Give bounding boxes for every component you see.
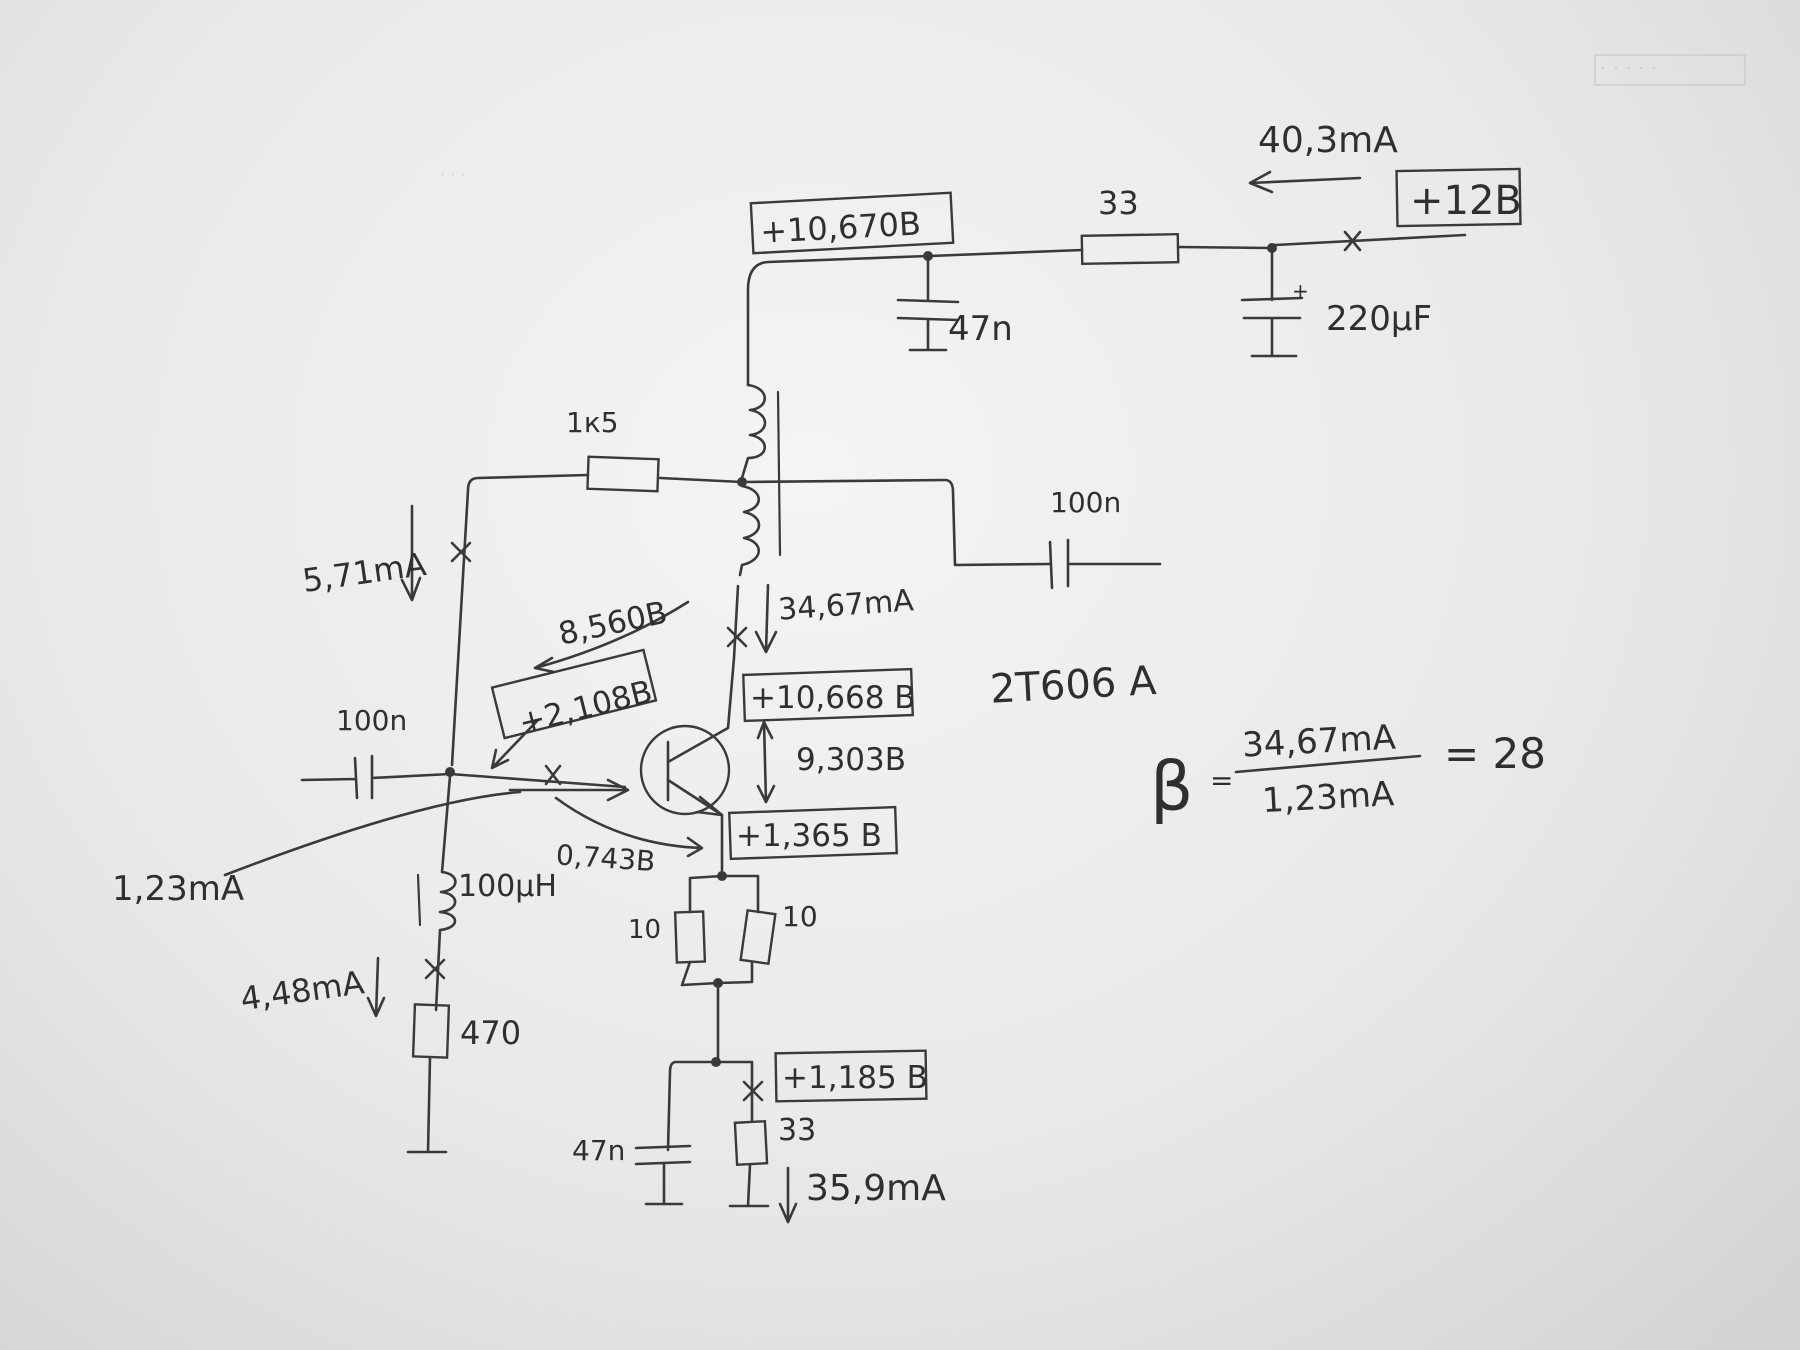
output-cap-label: 100n: [1050, 486, 1121, 519]
bottom-cap-label: 47n: [572, 1134, 625, 1167]
emitter-res-right-label: 10: [782, 900, 818, 933]
measure-cross-base: [544, 764, 562, 786]
electrolytic-polarity-label: +: [1292, 279, 1309, 303]
node-10670-box: [749, 191, 955, 255]
inductor-core: [416, 873, 422, 927]
resistor-33-bottom: [733, 1119, 769, 1167]
bottom-current-label: 35,9mA: [806, 1168, 946, 1209]
measure-cross-bias: [424, 958, 446, 980]
resistor-10-left: [673, 910, 707, 964]
feedback-resistor-label: 1к5: [566, 406, 619, 439]
leader-base-current: [223, 790, 522, 877]
labels: +12В 40,3mA +10,670В 33 47n + 220μF 1к5 …: [112, 120, 1546, 1209]
collector-current-label: 34,67mA: [777, 583, 915, 627]
capacitor-47n-bottom: [634, 1060, 718, 1206]
arrow-vcb: [533, 600, 690, 674]
capacitor-100n-input: [300, 754, 452, 800]
rail-cap-electrolytic-label: 220μF: [1326, 299, 1432, 339]
vcb-label: 8,560В: [555, 595, 670, 653]
capacitor-100n-output: [1048, 538, 1162, 590]
capacitor-220uf: [1240, 246, 1304, 358]
measure-cross-bottom: [742, 1080, 764, 1102]
resistor-33-supply: [1080, 232, 1180, 266]
measurement-arrows: [223, 170, 1362, 1224]
resistor-470: [411, 1003, 451, 1059]
transistor: [639, 584, 748, 881]
formula-beta: β: [1150, 748, 1193, 827]
capacitor-47n-rail: [896, 254, 960, 352]
rail-cap-small-label: 47n: [948, 309, 1013, 349]
arrow-base-current: [508, 778, 630, 802]
input-cap-label: 100n: [336, 704, 407, 737]
feedback-current-label: 5,71mA: [300, 545, 428, 600]
supply-label: +12В: [1410, 178, 1522, 224]
svg-text:· · · · ·: · · · · ·: [1600, 56, 1657, 80]
node-10670-label: +10,670В: [759, 204, 922, 250]
vbe-label: 0,743В: [555, 838, 656, 878]
rail-resistor-label: 33: [1098, 184, 1139, 222]
arrow-bias-current: [366, 956, 386, 1018]
emitter-resistors: [673, 874, 777, 1067]
supply-rail: [746, 230, 1467, 387]
arrow-feedback-current: [400, 504, 422, 602]
arrow-collector-current: [754, 583, 778, 654]
bottom-rc: [634, 1060, 770, 1208]
arrow-to-base: [490, 718, 540, 770]
bottom-resistor-label: 33: [778, 1113, 816, 1148]
resistor-10-right: [739, 908, 777, 966]
arrow-vce: [756, 720, 776, 804]
measure-cross-feedback: [450, 541, 472, 563]
measure-cross-supply: [1343, 230, 1362, 252]
supply-label-box: [1395, 167, 1522, 228]
collector-voltage-label: +10,668 В: [750, 680, 916, 716]
feedback-network: [300, 455, 744, 800]
vce-label: 9,303В: [796, 742, 906, 778]
formula-denominator: 1,23mA: [1261, 774, 1395, 821]
resistor-1k5: [586, 455, 660, 493]
emitter-voltage-box: [728, 805, 898, 861]
transistor-body: [639, 724, 731, 816]
bottom-voltage-label: +1,185 В: [782, 1060, 928, 1096]
bottom-voltage-box: [774, 1049, 928, 1103]
formula-fraction-bar: [1234, 754, 1422, 774]
formula-result: = 28: [1444, 729, 1546, 778]
emitter-arrow: [695, 795, 724, 817]
collector-voltage-box: [742, 667, 914, 723]
emitter-voltage-label: +1,365 В: [736, 818, 882, 854]
bias-resistor-label: 470: [460, 1014, 521, 1052]
base-current-label: 1,23mA: [112, 869, 244, 909]
bias-current-label: 4,48mA: [238, 963, 366, 1018]
formula-equals: =: [1210, 764, 1233, 797]
inductor-label: 100μH: [458, 869, 557, 904]
transformer: [737, 383, 1162, 590]
arrow-vbe: [554, 796, 704, 858]
formula-numerator: 34,67mA: [1241, 718, 1397, 766]
supply-current-label: 40,3mA: [1258, 120, 1398, 161]
measure-cross-collector: [726, 626, 748, 648]
svg-text:· · ·: · · ·: [440, 165, 465, 184]
arrow-supply-current: [1248, 170, 1362, 194]
bias-network: [406, 774, 457, 1154]
arrow-bottom-current: [778, 1166, 798, 1224]
base-voltage-label: +2,108В: [515, 674, 656, 742]
transformer-core: [776, 390, 782, 557]
background-show-through: · · · · · · · ·: [440, 54, 1746, 184]
transistor-part-label: 2T606 A: [989, 658, 1158, 713]
base-voltage-box: [490, 648, 658, 740]
emitter-res-left-label: 10: [628, 915, 661, 945]
